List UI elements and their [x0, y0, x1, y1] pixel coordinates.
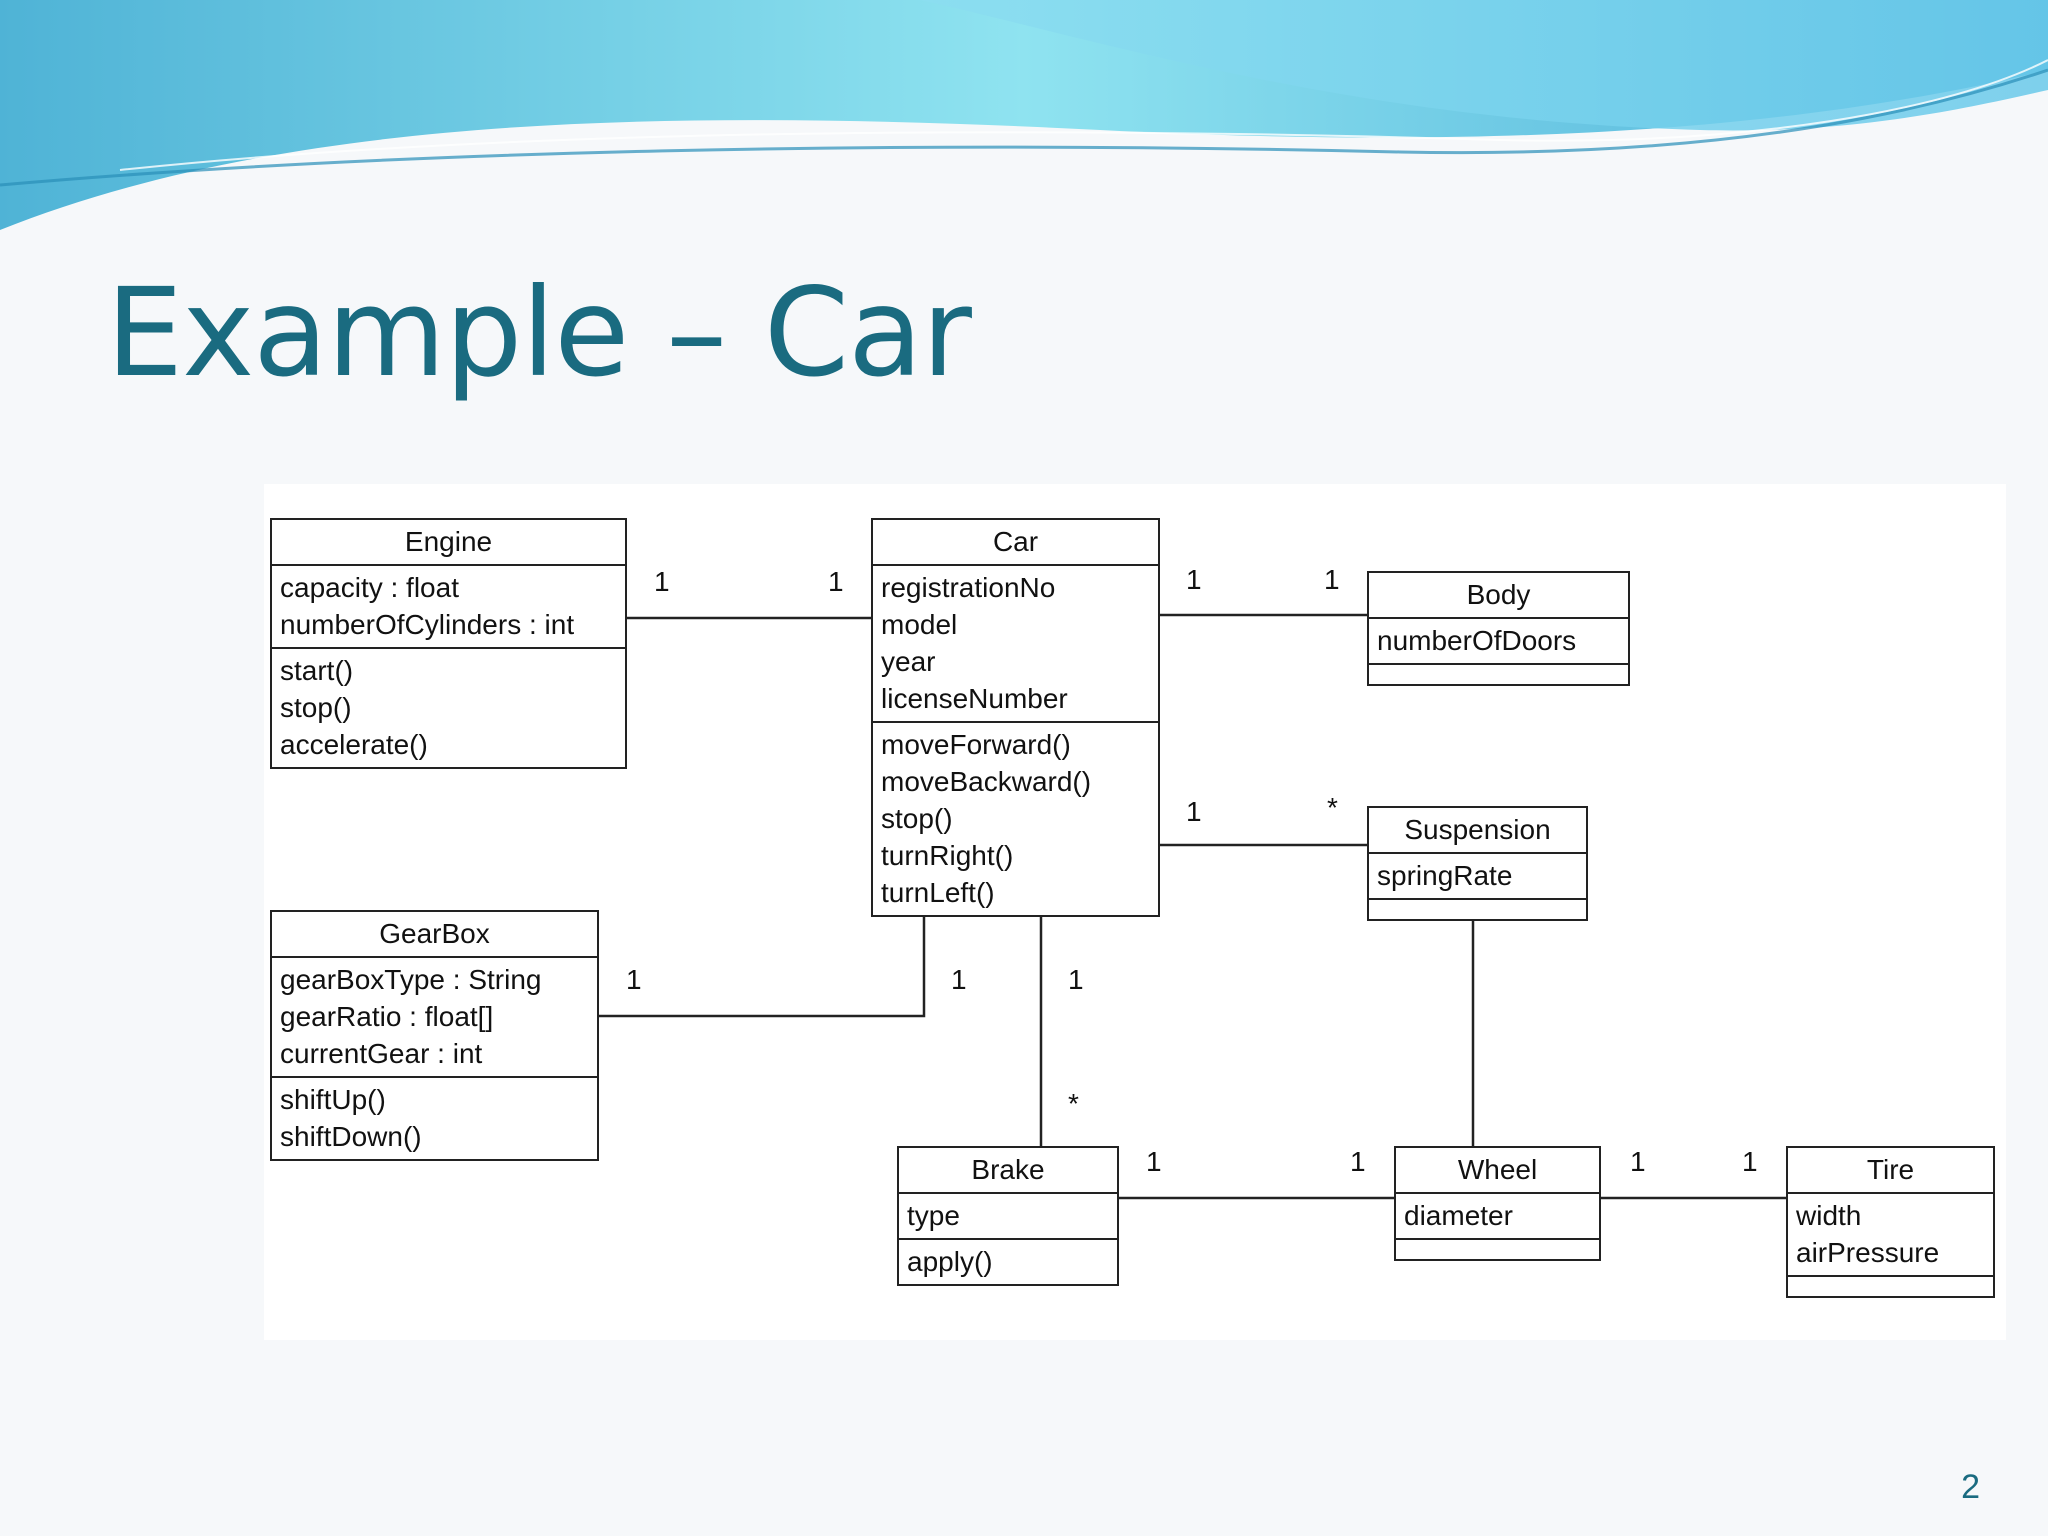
attribute: springRate	[1377, 860, 1513, 891]
multiplicity-car-suspension-suspension-end: *	[1327, 792, 1338, 823]
operation: turnLeft()	[881, 877, 995, 908]
association-gearbox-car	[597, 908, 926, 1018]
class-brake-attributes: type	[899, 1194, 1117, 1238]
class-suspension-name: Suspension	[1369, 808, 1586, 854]
operation: start()	[280, 655, 354, 686]
class-tire-operations	[1788, 1275, 1993, 1296]
operation: moveBackward()	[881, 766, 1092, 797]
class-gearbox-attributes: gearBoxType : String gearRatio : float[]…	[272, 958, 597, 1076]
attribute: registrationNo	[881, 572, 1056, 603]
class-engine-operations: start() stop() accelerate()	[272, 647, 625, 767]
attribute: width	[1796, 1200, 1862, 1231]
class-suspension-operations	[1369, 898, 1586, 919]
class-car-operations: moveForward() moveBackward() stop() turn…	[873, 721, 1158, 915]
class-brake-operations: apply()	[899, 1238, 1117, 1284]
attribute: numberOfCylinders : int	[280, 609, 575, 640]
operation: moveForward()	[881, 729, 1071, 760]
attribute: numberOfDoors	[1377, 625, 1577, 656]
class-engine-attributes: capacity : float numberOfCylinders : int	[272, 566, 625, 647]
multiplicity-car-brake-car-end: 1	[1068, 964, 1084, 995]
class-car-attributes: registrationNo model year licenseNumber	[873, 566, 1158, 721]
class-gearbox: GearBox gearBoxType : String gearRatio :…	[270, 910, 599, 1161]
class-body: Body numberOfDoors	[1367, 571, 1630, 686]
multiplicity-brake-wheel-brake-end: 1	[1146, 1146, 1162, 1177]
class-wheel-operations	[1396, 1238, 1599, 1259]
class-suspension-attributes: springRate	[1369, 854, 1586, 898]
class-gearbox-operations: shiftUp() shiftDown()	[272, 1076, 597, 1159]
class-car-name: Car	[873, 520, 1158, 566]
class-engine-name: Engine	[272, 520, 625, 566]
multiplicity-brake-wheel-wheel-end: 1	[1350, 1146, 1366, 1177]
class-tire: Tire width airPressure	[1786, 1146, 1995, 1298]
multiplicity-engine-car-car-end: 1	[828, 566, 844, 597]
attribute: gearBoxType : String	[280, 964, 542, 995]
multiplicity-gearbox-car-car-end: 1	[951, 964, 967, 995]
attribute: diameter	[1404, 1200, 1513, 1231]
wave-highlight	[119, 59, 2048, 171]
wave-line	[0, 68, 2048, 187]
class-tire-attributes: width airPressure	[1788, 1194, 1993, 1275]
class-car: Car registrationNo model year licenseNum…	[871, 518, 1160, 917]
header-wave-decoration	[0, 0, 2048, 230]
class-wheel-name: Wheel	[1396, 1148, 1599, 1194]
attribute: gearRatio : float[]	[280, 1001, 494, 1032]
attribute: licenseNumber	[881, 683, 1068, 714]
operation: turnRight()	[881, 840, 1014, 871]
operation: shiftDown()	[280, 1121, 422, 1152]
class-body-operations	[1369, 663, 1628, 684]
class-engine: Engine capacity : float numberOfCylinder…	[270, 518, 627, 769]
operation: apply()	[907, 1246, 993, 1277]
uml-class-diagram: Engine capacity : float numberOfCylinder…	[264, 484, 2006, 1340]
class-body-attributes: numberOfDoors	[1369, 619, 1628, 663]
class-wheel: Wheel diameter	[1394, 1146, 1601, 1261]
attribute: currentGear : int	[280, 1038, 483, 1069]
association-lines	[597, 613, 1787, 1200]
multiplicity-car-body-car-end: 1	[1186, 564, 1202, 595]
multiplicity-wheel-tire-tire-end: 1	[1742, 1146, 1758, 1177]
attribute: year	[881, 646, 936, 677]
operation: stop()	[881, 803, 953, 834]
operation: shiftUp()	[280, 1084, 386, 1115]
operation: stop()	[280, 692, 352, 723]
attribute: type	[907, 1200, 960, 1231]
attribute: model	[881, 609, 958, 640]
class-brake-name: Brake	[899, 1148, 1117, 1194]
multiplicity-wheel-tire-wheel-end: 1	[1630, 1146, 1646, 1177]
class-tire-name: Tire	[1788, 1148, 1993, 1194]
multiplicity-car-body-body-end: 1	[1324, 564, 1340, 595]
multiplicity-gearbox-car-gearbox-end: 1	[626, 964, 642, 995]
wave-front	[0, 0, 2048, 131]
class-suspension: Suspension springRate	[1367, 806, 1588, 921]
attribute: capacity : float	[280, 572, 459, 603]
multiplicity-engine-car-engine-end: 1	[654, 566, 670, 597]
slide-title: Example – Car	[106, 262, 972, 404]
multiplicity-car-suspension-car-end: 1	[1186, 796, 1202, 827]
page-number: 2	[1961, 1468, 1980, 1506]
class-body-name: Body	[1369, 573, 1628, 619]
multiplicity-car-brake-brake-end: *	[1068, 1088, 1079, 1119]
class-gearbox-name: GearBox	[272, 912, 597, 958]
class-brake: Brake type apply()	[897, 1146, 1119, 1286]
operation: accelerate()	[280, 729, 428, 760]
attribute: airPressure	[1796, 1237, 1940, 1268]
class-wheel-attributes: diameter	[1396, 1194, 1599, 1238]
